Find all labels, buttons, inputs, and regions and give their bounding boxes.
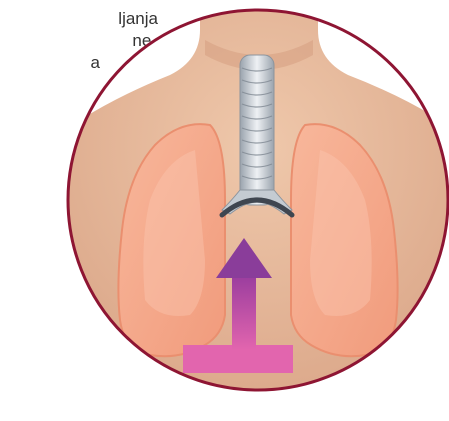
trachea xyxy=(240,55,274,205)
arrow-stem xyxy=(232,275,256,350)
